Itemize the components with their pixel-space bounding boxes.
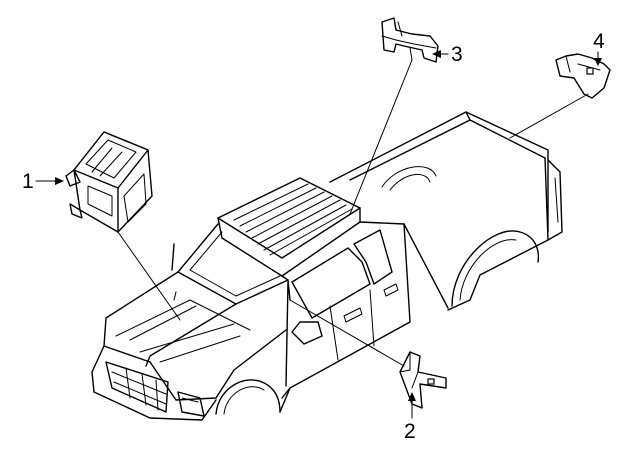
callout-3-arrow: [432, 50, 441, 58]
roof-slats: [233, 183, 353, 256]
part-2-sensor: [289, 299, 447, 409]
callout-3: 3: [432, 43, 463, 66]
part-4-sensor: [509, 53, 611, 139]
callout-4-arrow: [594, 58, 602, 66]
callout-3-label: 3: [451, 43, 463, 66]
callout-1: 1: [22, 170, 64, 193]
part-1-control-module: [65, 131, 181, 321]
part-3-bracket: [349, 17, 439, 215]
callout-2: 2: [404, 392, 416, 443]
callout-4: 4: [593, 30, 605, 66]
front-grille: [105, 361, 169, 413]
callout-4-label: 4: [593, 30, 605, 53]
pickup-truck-outline: [91, 111, 563, 421]
callout-2-label: 2: [404, 420, 416, 443]
callout-1-label: 1: [22, 170, 34, 193]
callout-1-arrow: [55, 177, 64, 185]
callout-2-arrow: [408, 392, 416, 401]
